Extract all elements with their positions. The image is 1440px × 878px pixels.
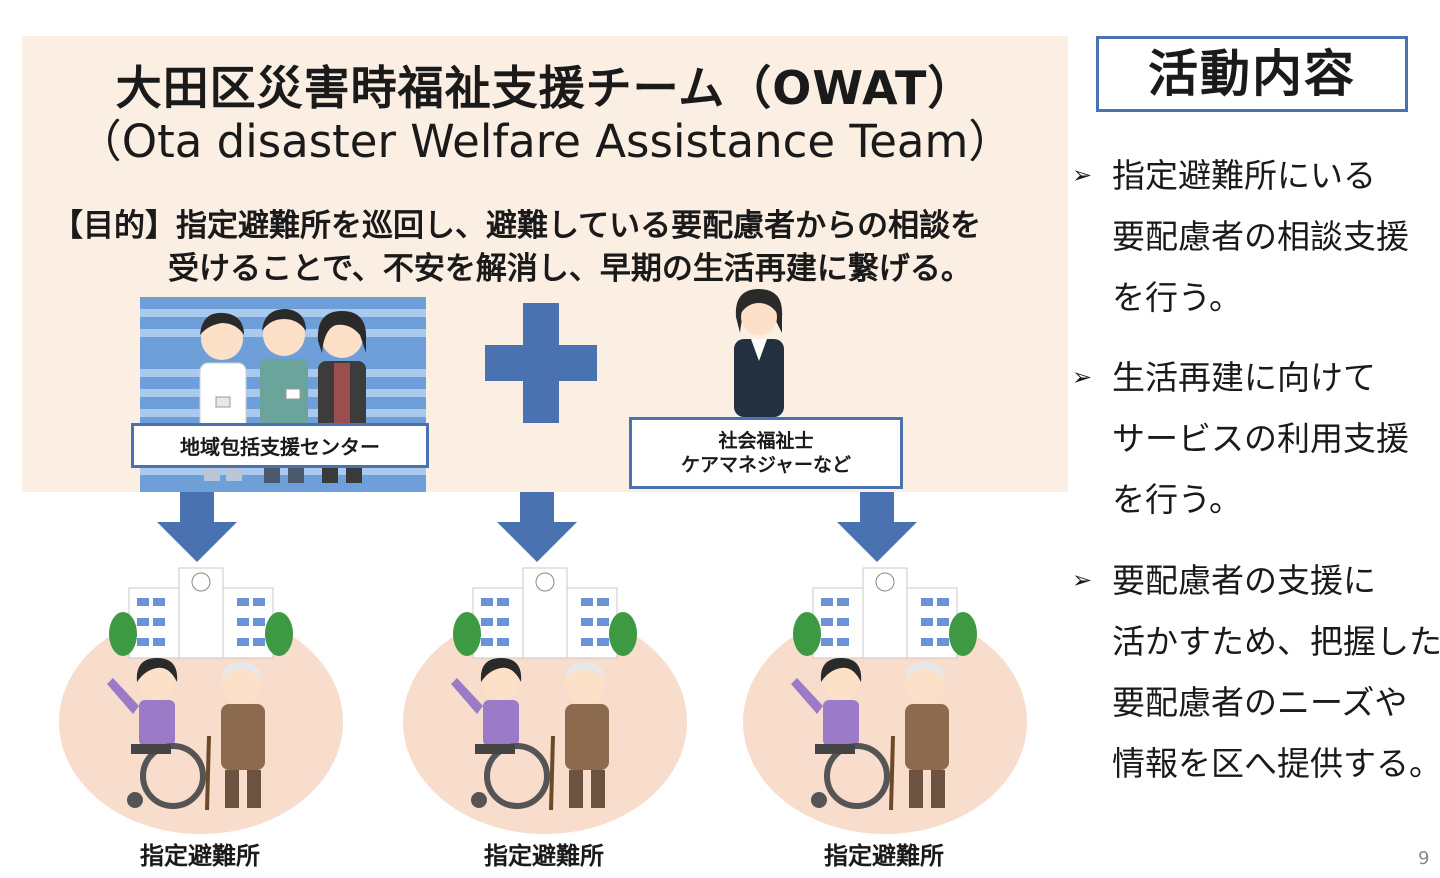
- arrow-bullet-icon: ➢: [1072, 566, 1093, 594]
- shelter-illustration-1: [59, 567, 343, 834]
- activity-item-2-line3: を行う。: [1112, 480, 1243, 519]
- plus-icon: [485, 303, 597, 423]
- activity-item-1-line1: 指定避難所にいる: [1112, 156, 1376, 195]
- down-arrow-icon-3: [837, 492, 917, 562]
- activity-item-3-line2: 活かすため、把握した: [1112, 622, 1440, 661]
- social-worker-label: 社会福祉士 ケアマネジャーなど: [629, 417, 903, 489]
- down-arrow-icon-1: [157, 492, 237, 562]
- social-worker-label-line2: ケアマネジャーなど: [680, 454, 852, 476]
- shelter-illustration-3: [743, 567, 1027, 834]
- page-number: 9: [1418, 848, 1430, 869]
- activity-item-2-line2: サービスの利用支援: [1112, 419, 1409, 458]
- activity-item-3-line3: 要配慮者のニーズや: [1112, 683, 1408, 722]
- activity-item-3-line4: 情報を区へ提供する。: [1112, 744, 1440, 783]
- support-center-label-text: 地域包括支援センター: [180, 435, 380, 459]
- arrow-bullet-icon: ➢: [1072, 363, 1093, 391]
- activities-title: 活動内容: [1096, 36, 1408, 112]
- arrow-bullet-icon: ➢: [1072, 161, 1093, 189]
- social-worker-illustration: [734, 289, 784, 417]
- down-arrow-icon-2: [497, 492, 577, 562]
- page-title: 大田区災害時福祉支援チーム（OWAT）: [115, 61, 975, 115]
- activity-item-1-line3: を行う。: [1112, 278, 1243, 317]
- purpose-text-line1: 【目的】指定避難所を巡回し、避難している要配慮者からの相談を: [52, 208, 982, 244]
- activity-item-3-line1: 要配慮者の支援に: [1112, 561, 1376, 600]
- shelter-illustration-2: [403, 567, 687, 834]
- activity-item-1-line2: 要配慮者の相談支援: [1112, 217, 1409, 256]
- purpose-text-line2: 受けることで、不安を解消し、早期の生活再建に繋げる。: [168, 251, 972, 287]
- shelter-label-2: 指定避難所: [484, 842, 604, 870]
- shelter-label-3: 指定避難所: [824, 842, 944, 870]
- shelter-label-1: 指定避難所: [140, 842, 260, 870]
- social-worker-label-line1: 社会福祉士: [718, 430, 814, 452]
- page-subtitle: （Ota disaster Welfare Assistance Team）: [76, 115, 1014, 168]
- activity-item-2-line1: 生活再建に向けて: [1112, 358, 1376, 397]
- support-center-label: 地域包括支援センター: [131, 423, 429, 468]
